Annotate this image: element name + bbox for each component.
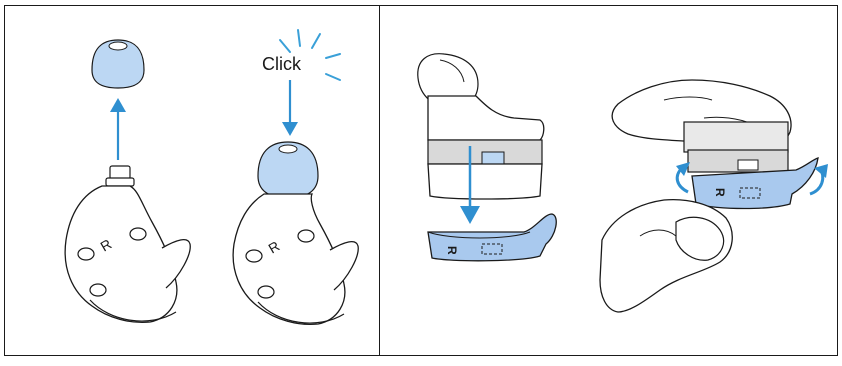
earbud-lower-housing <box>428 164 542 199</box>
sensor-dot <box>298 230 314 242</box>
sensor-dot <box>258 286 274 298</box>
earbud-upper-housing <box>428 96 544 140</box>
earbud-housing-held <box>684 122 788 152</box>
side-marker-label: R <box>713 188 727 197</box>
click-label: Click <box>262 54 302 74</box>
sensor-dot <box>130 228 146 240</box>
earbud-nozzle <box>110 166 130 179</box>
sensor-dot <box>78 248 94 260</box>
step-insert-into-fin: R <box>418 54 556 261</box>
arrow-up-icon <box>110 98 126 160</box>
step-remove-ear-tip: R <box>65 40 190 322</box>
step-secure-fin: R <box>600 80 828 312</box>
side-marker-label: R <box>445 246 459 255</box>
arrow-down-icon <box>282 80 298 136</box>
sensor-dot <box>246 250 262 262</box>
step-attach-ear-tip: Click R <box>233 30 358 324</box>
sensor-dot <box>90 284 106 296</box>
ear-tip-opening <box>109 42 127 50</box>
